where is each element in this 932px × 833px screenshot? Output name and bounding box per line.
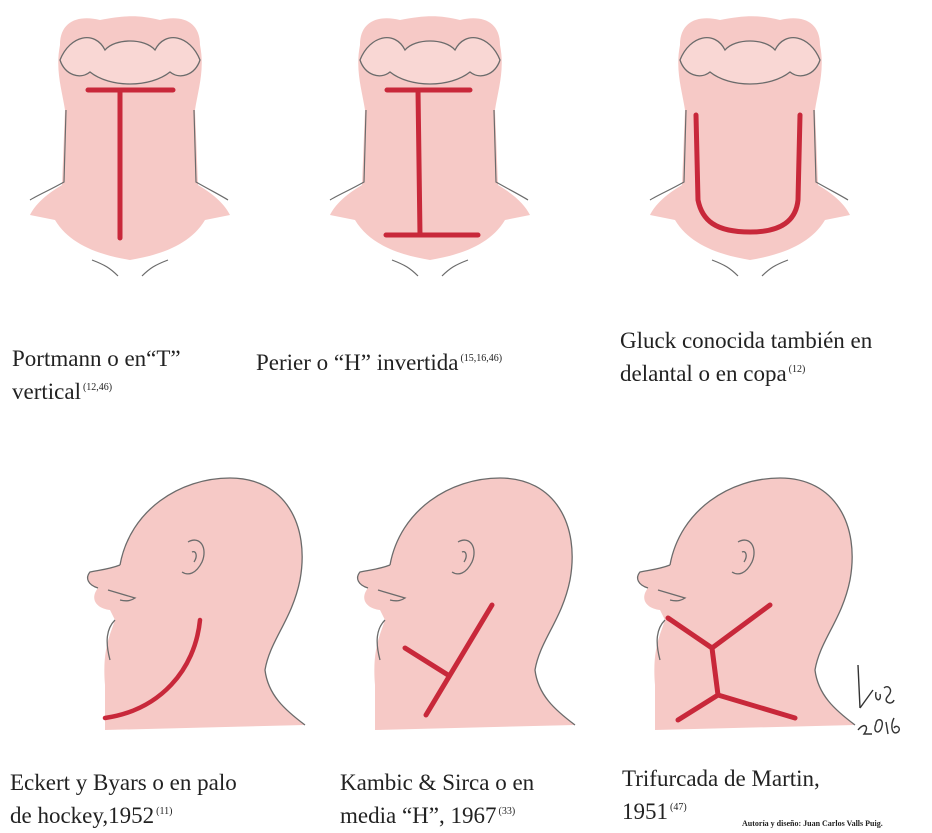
caption-line: de hockey,1952 [10,803,154,828]
caption-line: Gluck conocida también en [620,326,872,355]
head-profile-illustration [60,470,320,740]
caption-line: vertical [12,379,81,404]
caption-line: Perier o “H” invertida [256,350,458,375]
jugular-notch [392,260,468,276]
neck-front-illustration [30,10,230,295]
head-profile-illustration [330,470,590,740]
caption-line: Eckert y Byars o en palo [10,768,237,797]
neck-front-illustration [330,10,530,295]
author-credit: Autoría y diseño: Juan Carlos Valls Puig… [742,819,883,828]
caption-eckert-byars: Eckert y Byars o en palo de hockey,1952(… [10,768,237,830]
caption-perier: Perier o “H” invertida(15,16,46) [256,344,502,377]
artist-signature [838,660,928,750]
figure-portmann [30,10,230,295]
caption-line: delantal o en copa [620,361,787,386]
figure-kambic-sirca [330,470,590,740]
caption-trifurcada-martin: Trifurcada de Martin, 1951(47) [622,764,820,826]
reference-number: (12) [789,364,806,375]
head-profile-illustration [610,470,870,740]
reference-number: (33) [498,806,515,817]
reference-number: (47) [670,802,687,813]
jugular-notch [92,260,168,276]
reference-number: (12,46) [83,382,112,393]
caption-line: Portmann o en“T” [12,344,181,373]
figure-perier [330,10,530,295]
caption-gluck: Gluck conocida también en delantal o en … [620,326,872,388]
reference-number: (15,16,46) [460,353,502,364]
caption-line: Kambic & Sirca o en [340,768,534,797]
neck-front-illustration [650,10,850,295]
caption-line: Trifurcada de Martin, [622,764,820,793]
reference-number: (11) [156,806,172,817]
caption-kambic-sirca: Kambic & Sirca o en media “H”, 1967(33) [340,768,534,830]
caption-portmann: Portmann o en“T” vertical(12,46) [12,344,181,406]
figure-eckert-byars [60,470,320,740]
figure-trifurcada-martin [610,470,870,740]
figure-gluck [650,10,850,295]
caption-line: media “H”, 1967 [340,803,496,828]
caption-line: 1951 [622,799,668,824]
jugular-notch [712,260,788,276]
